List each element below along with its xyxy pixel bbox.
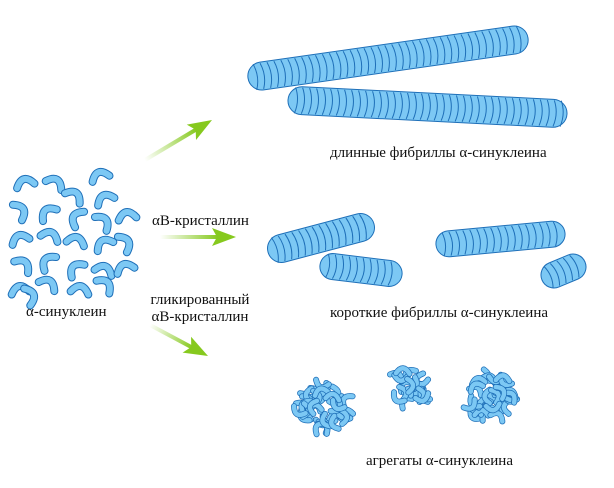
monomer-cluster: [7, 167, 141, 310]
monomer-7: [94, 190, 119, 210]
monomer-17: [113, 232, 134, 257]
aggregate-2: [387, 365, 434, 412]
aggregate-monomer: [492, 384, 508, 402]
monomer-25: [20, 284, 39, 310]
aggregate-monomer: [329, 397, 348, 412]
monomer-4: [8, 200, 29, 225]
aggregates-layer: [291, 365, 521, 438]
long-fibrils-label: длинные фибриллы α-синуклеина: [330, 145, 547, 161]
aggregate-monomer: [392, 365, 413, 377]
aggregate-monomer: [471, 407, 492, 419]
aggregate-monomer: [467, 380, 486, 395]
aggregate-monomer: [460, 396, 478, 412]
short-fibril-1: [267, 213, 375, 263]
monomer-label: α-синуклеин: [26, 304, 107, 320]
aggregate-monomer: [291, 403, 309, 418]
long-fibril-2: [287, 86, 568, 128]
aggregate-monomer: [412, 390, 432, 404]
aggregate-monomer: [328, 412, 342, 432]
short-fibril-3: [435, 220, 566, 258]
monomer-20: [67, 260, 89, 282]
aggregate-monomer: [306, 397, 320, 417]
monomer-16: [93, 235, 118, 256]
aggregate-3: [460, 366, 521, 425]
monomer-9: [36, 227, 62, 246]
arrow-to-aggregates: [149, 323, 208, 356]
short-fibril-2: [319, 253, 403, 287]
monomer-10: [68, 207, 89, 232]
monomer-13: [10, 256, 33, 278]
short-fibrils-label: короткие фибриллы α-синуклеина: [330, 305, 549, 321]
monomer-24: [92, 276, 114, 298]
monomer-6: [60, 187, 84, 208]
monomer-11: [90, 212, 112, 235]
short-fibril-4: [540, 253, 587, 289]
long-fibril-1: [247, 25, 529, 91]
glycated-crystallin-label-line1: гликированный: [150, 292, 250, 308]
monomer-1: [13, 174, 39, 193]
aggregates-label: агрегаты α-синуклеина: [366, 453, 513, 469]
monomer-21: [90, 261, 116, 280]
aggregate-monomer: [483, 400, 503, 414]
aggregate-monomer: [312, 385, 332, 399]
aggregate-1: [291, 376, 357, 438]
aggregate-monomer: [319, 410, 334, 430]
monomer-12: [114, 208, 141, 225]
crystallin-label: αB-кристаллин: [152, 213, 249, 229]
monomer-5: [38, 204, 61, 226]
aggregate-monomer: [487, 410, 506, 425]
monomer-23: [66, 282, 93, 299]
aggregate-monomer: [338, 407, 350, 427]
monomer-2: [41, 174, 66, 195]
monomer-15: [62, 232, 88, 251]
arrows-layer: [143, 120, 236, 356]
monomer-22: [113, 259, 139, 278]
monomer-3: [88, 167, 114, 186]
aggregate-monomer: [390, 389, 408, 405]
arrow-to-long-fibrils: [143, 120, 212, 162]
glycated-crystallin-label-line2: αB-кристаллин: [151, 309, 249, 325]
aggregate-monomer: [322, 390, 342, 404]
monomer-19: [34, 275, 59, 296]
arrow-to-short-fibrils: [160, 228, 236, 246]
aggregate-monomer: [488, 387, 502, 406]
monomer-8: [8, 230, 34, 249]
monomer-14: [39, 252, 61, 275]
aggregate-monomer: [492, 372, 513, 385]
aggregate-monomer: [404, 375, 416, 396]
